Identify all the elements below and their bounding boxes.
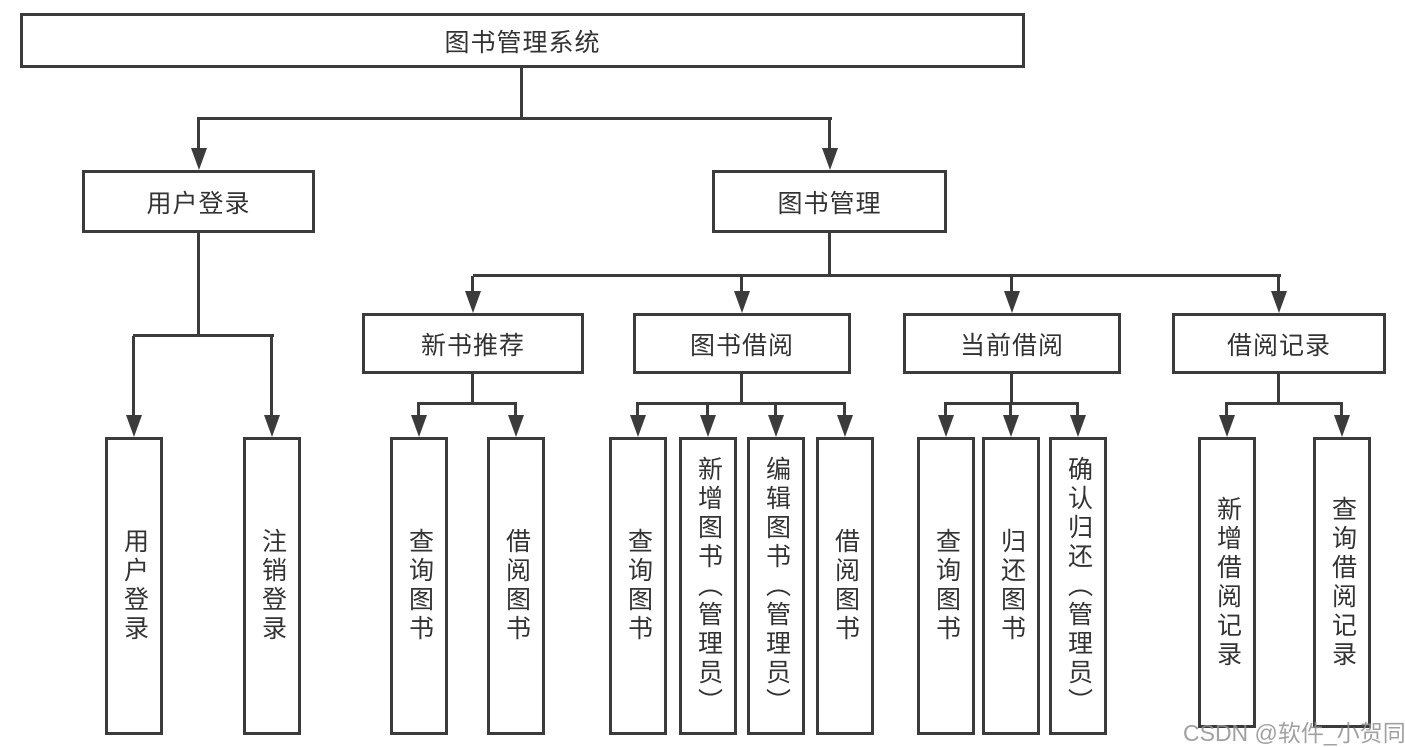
connector-bar-borrow-record xyxy=(1225,402,1343,405)
leaf-borrow-add-books-admin: 新增图书（管理员） xyxy=(679,437,737,735)
arrow-newbook-borrow xyxy=(514,404,517,415)
connector-stem-book-mgmt xyxy=(828,231,831,276)
arrow-borrow-borrow xyxy=(843,404,846,415)
arrow-current-return xyxy=(1009,404,1012,415)
leaf-logout: 注销登录 xyxy=(243,437,301,735)
node-book-mgmt: 图书管理 xyxy=(712,170,947,233)
node-current-borrow: 当前借阅 xyxy=(903,313,1121,374)
arrow-newbook-query xyxy=(417,404,420,415)
leaf-current-query-books: 查询图书 xyxy=(917,437,975,735)
connector-stem-borrow-record xyxy=(1277,372,1280,404)
leaf-user-login: 用户登录 xyxy=(105,437,163,735)
node-book-borrow: 图书借阅 xyxy=(633,313,851,374)
leaf-record-add-borrow-record: 新增借阅记录 xyxy=(1198,437,1256,728)
arrow-to-leaf-login xyxy=(132,336,135,415)
connector-stem-current-borrow xyxy=(1010,372,1013,404)
connector-bar-book-borrow xyxy=(636,402,846,405)
arrow-borrow-query xyxy=(636,404,639,415)
arrow-to-user-login xyxy=(197,119,200,148)
connector-stem-book-borrow xyxy=(740,372,743,404)
arrow-to-borrow-record xyxy=(1277,276,1280,291)
node-user-login: 用户登录 xyxy=(82,170,315,233)
arrow-to-new-book xyxy=(471,276,474,291)
leaf-current-return-books: 归还图书 xyxy=(982,437,1040,735)
arrow-to-book-borrow xyxy=(740,276,743,291)
leaf-borrow-edit-books-admin: 编辑图书（管理员） xyxy=(747,437,805,735)
arrow-current-query xyxy=(944,404,947,415)
connector-bar-book-mgmt xyxy=(473,274,1281,277)
node-borrow-record: 借阅记录 xyxy=(1172,313,1386,374)
arrow-current-confirm xyxy=(1076,404,1079,415)
arrow-record-query xyxy=(1340,404,1343,415)
leaf-newbook-query-books: 查询图书 xyxy=(390,437,448,735)
node-root: 图书管理系统 xyxy=(20,13,1025,68)
arrow-to-leaf-logout xyxy=(270,336,273,415)
connector-bar-user-login xyxy=(133,334,274,337)
leaf-newbook-borrow-books: 借阅图书 xyxy=(487,437,545,735)
leaf-current-confirm-return-admin: 确认归还（管理员） xyxy=(1049,437,1107,735)
arrow-to-book-mgmt xyxy=(828,119,831,148)
arrow-record-add xyxy=(1225,404,1228,415)
connector-bar-new-book xyxy=(417,402,517,405)
leaf-record-query-borrow-record: 查询借阅记录 xyxy=(1313,437,1371,728)
leaf-borrow-query-books: 查询图书 xyxy=(609,437,667,735)
connector-stem-new-book xyxy=(471,372,474,404)
node-new-book-recommend: 新书推荐 xyxy=(362,313,584,374)
connector-stem-root xyxy=(520,66,523,119)
arrow-borrow-add xyxy=(706,404,709,415)
connector-bar-root xyxy=(197,117,832,120)
connector-stem-user-login xyxy=(197,231,200,336)
arrow-borrow-edit xyxy=(774,404,777,415)
leaf-borrow-borrow-books: 借阅图书 xyxy=(816,437,874,735)
arrow-to-current-borrow xyxy=(1010,276,1013,291)
csdn-watermark: CSDN @软件_小贺同学 xyxy=(1183,720,1405,746)
